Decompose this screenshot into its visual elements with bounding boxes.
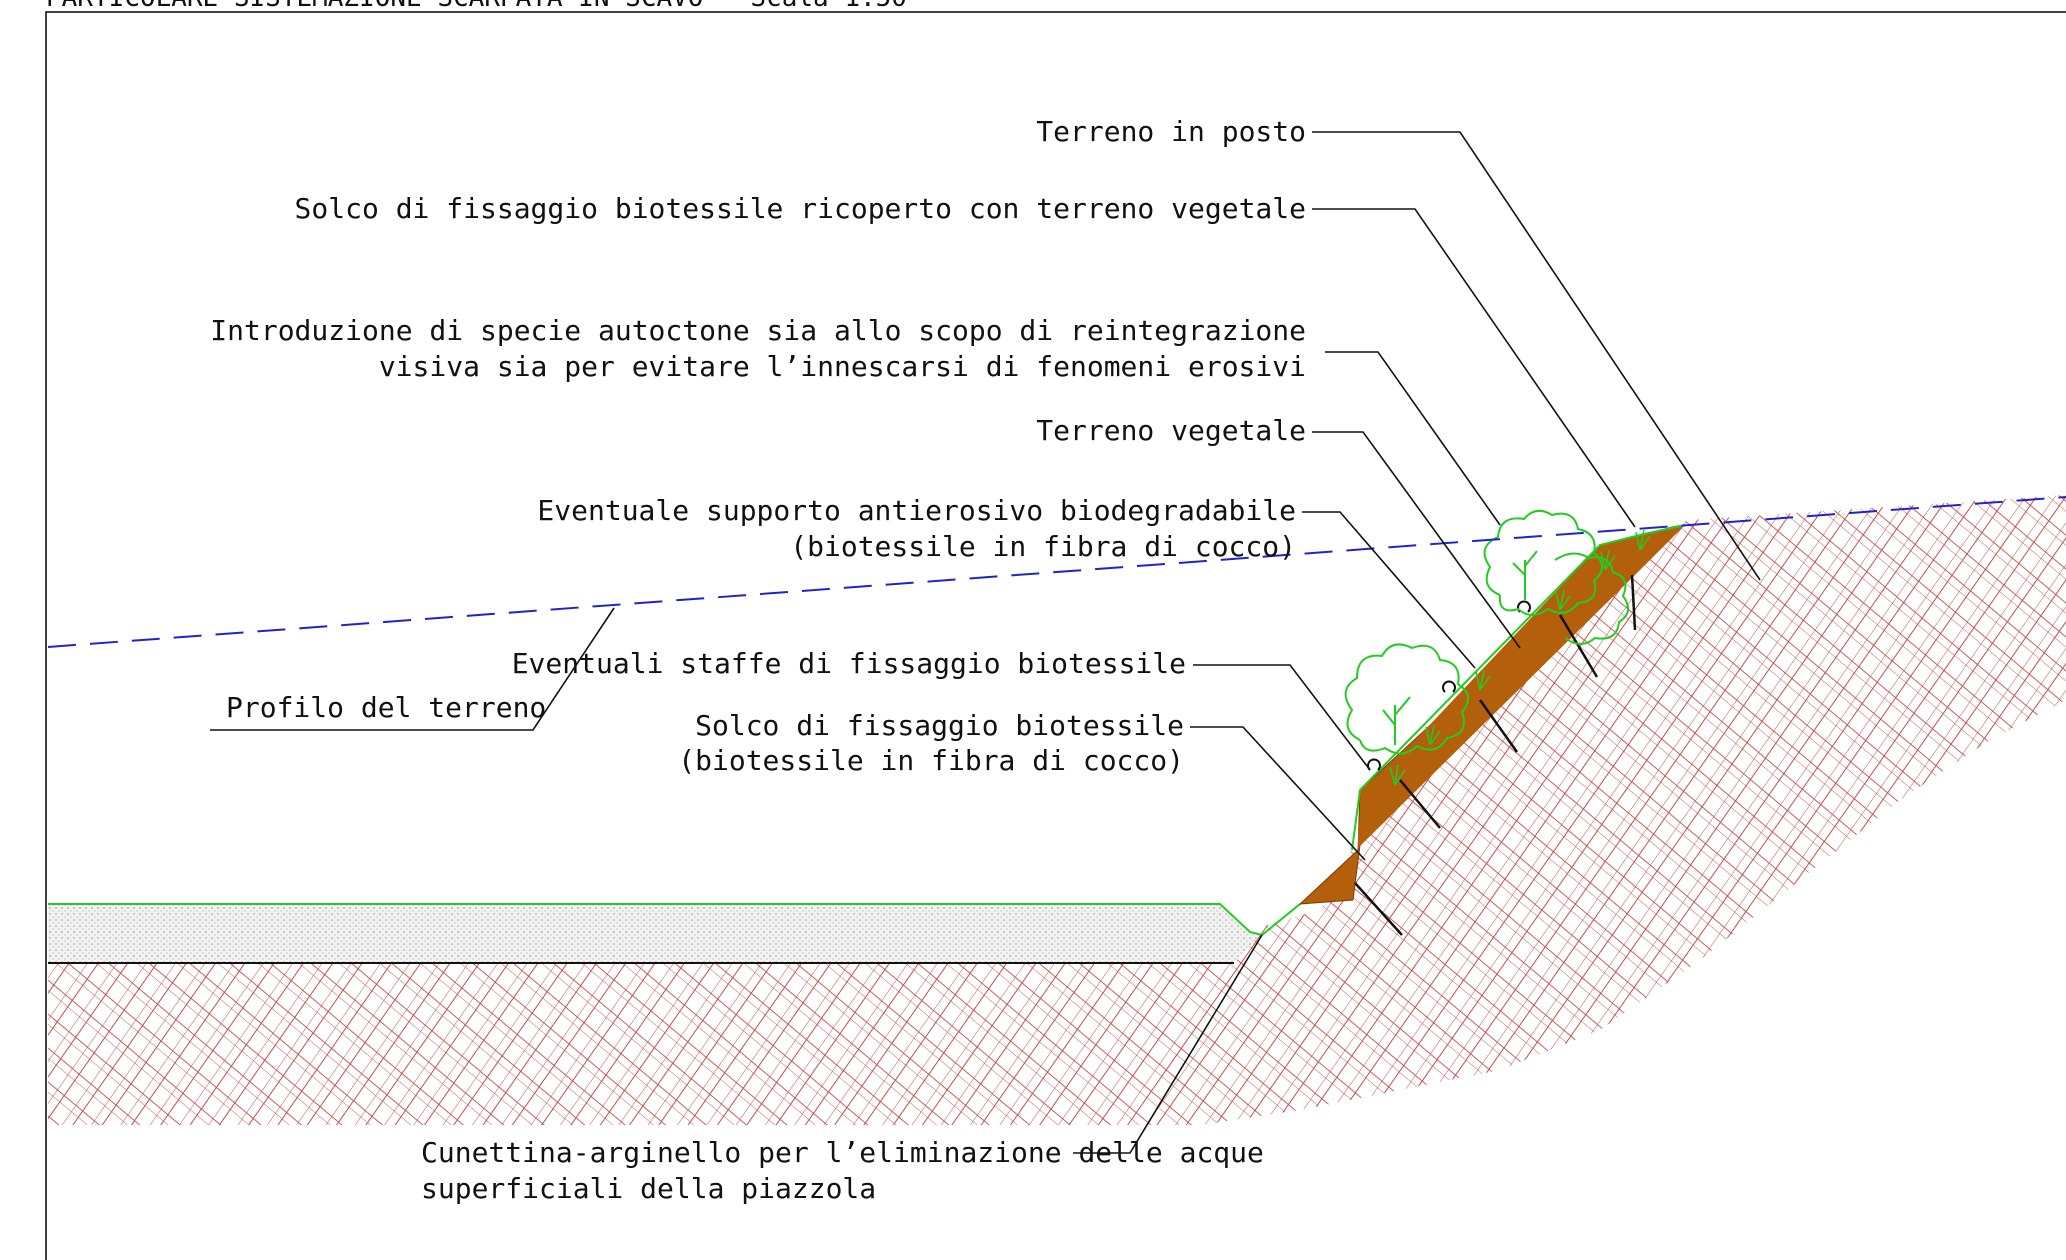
label-terreno-in-posto: Terreno in posto bbox=[1036, 115, 1306, 148]
drawing-frame bbox=[45, 11, 2066, 1260]
label-solco-line2: (biotessile in fibra di cocco) bbox=[678, 744, 1184, 777]
terrain-profile-line bbox=[47, 496, 2066, 648]
label-supporto-line1: Eventuale supporto antierosivo biodegrad… bbox=[537, 494, 1296, 527]
biotextile-line bbox=[1351, 524, 1686, 851]
label-staffe: Eventuali staffe di fissaggio biotessile bbox=[512, 647, 1186, 680]
fixing-stakes bbox=[1354, 574, 1637, 936]
label-profilo-terreno: Profilo del terreno bbox=[226, 691, 546, 724]
vegetal-soil-main bbox=[1358, 525, 1685, 848]
label-terreno-vegetale: Terreno vegetale bbox=[1036, 414, 1306, 447]
platform-surface-line bbox=[48, 903, 1301, 937]
label-solco-line1: Solco di fissaggio biotessile bbox=[695, 709, 1184, 742]
label-specie-autoctone-line2: visiva sia per evitare l’innescarsi di f… bbox=[379, 350, 1306, 383]
label-supporto-line2: (biotessile in fibra di cocco) bbox=[790, 530, 1296, 563]
drawing-title: PARTICOLARE SISTEMAZIONE SCARPATA IN SCA… bbox=[46, 0, 907, 13]
label-specie-autoctone-line1: Introduzione di specie autoctone sia all… bbox=[210, 314, 1306, 347]
platform-fill bbox=[48, 904, 1260, 963]
annotation-labels: Terreno in posto Solco di fissaggio biot… bbox=[210, 115, 1306, 1205]
label-cunettina-line1: Cunettina-arginello per l’eliminazione d… bbox=[421, 1136, 1264, 1169]
label-cunettina-line2: superficiali della piazzola bbox=[421, 1172, 876, 1205]
label-solco-ricoperto: Solco di fissaggio biotessile ricoperto … bbox=[295, 192, 1306, 225]
leader-lines bbox=[210, 131, 1761, 1154]
grass-tufts bbox=[1389, 529, 1651, 786]
earth-mass bbox=[48, 495, 2066, 1125]
